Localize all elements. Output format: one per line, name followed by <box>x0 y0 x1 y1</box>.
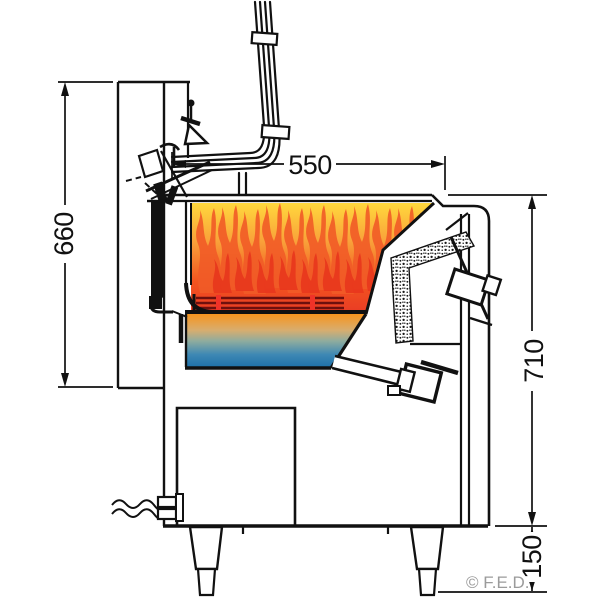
tank-outline <box>166 193 436 370</box>
pilot-lever-flag <box>180 99 210 146</box>
fryer-tank <box>166 193 436 370</box>
dimension-150: 150 <box>438 527 547 593</box>
dimension-660-label: 660 <box>49 212 79 256</box>
temperature-probe <box>147 199 188 343</box>
legs <box>188 525 445 597</box>
left-foot <box>196 567 217 597</box>
right-foot <box>417 567 438 597</box>
lift-lever-linkage <box>125 99 213 206</box>
drain-valve <box>331 354 459 404</box>
dimension-660: 660 <box>49 81 113 388</box>
cabinet-box <box>175 406 297 526</box>
insulation-stipple <box>390 231 476 344</box>
dimension-710-label: 710 <box>519 339 549 383</box>
gas-inlet-pipe <box>111 493 184 522</box>
rod-clamp-lower <box>260 123 291 141</box>
basket-lift-rods <box>170 0 291 197</box>
dimension-710: 710 <box>448 194 549 527</box>
rod-clamp-upper <box>250 31 279 47</box>
cool-zone <box>186 314 366 367</box>
flue-damper <box>444 236 503 327</box>
left-leg <box>188 525 224 571</box>
dimension-550-label: 550 <box>288 150 332 180</box>
dimension-150-label: 150 <box>517 535 547 579</box>
right-leg <box>409 525 445 571</box>
watermark: © F.E.D. <box>466 573 530 592</box>
dimension-550: 550 <box>171 149 446 190</box>
